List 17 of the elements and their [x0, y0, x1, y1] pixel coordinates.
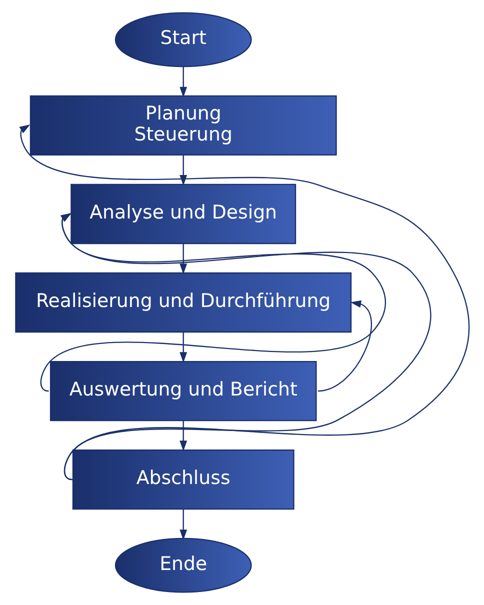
- arrow: [179, 332, 187, 363]
- node-box: Planung Steuerung: [29, 95, 336, 156]
- arrow: [179, 244, 187, 274]
- arrow: [60, 213, 431, 480]
- arrow: [18, 124, 470, 480]
- node-box: Auswertung und Bericht: [49, 360, 316, 422]
- node-box: Abschluss: [72, 449, 294, 510]
- arrow: [179, 66, 187, 98]
- arrow: [317, 300, 372, 392]
- arrow: [179, 420, 187, 452]
- node-ellipse: Start: [114, 12, 252, 68]
- arrow: [40, 213, 386, 392]
- node-ellipse: Ende: [114, 538, 252, 593]
- arrow: [179, 155, 187, 186]
- arrow: [179, 509, 187, 540]
- node-box: Analyse und Design: [70, 184, 296, 244]
- node-box: Realisierung und Durchführung: [14, 272, 352, 333]
